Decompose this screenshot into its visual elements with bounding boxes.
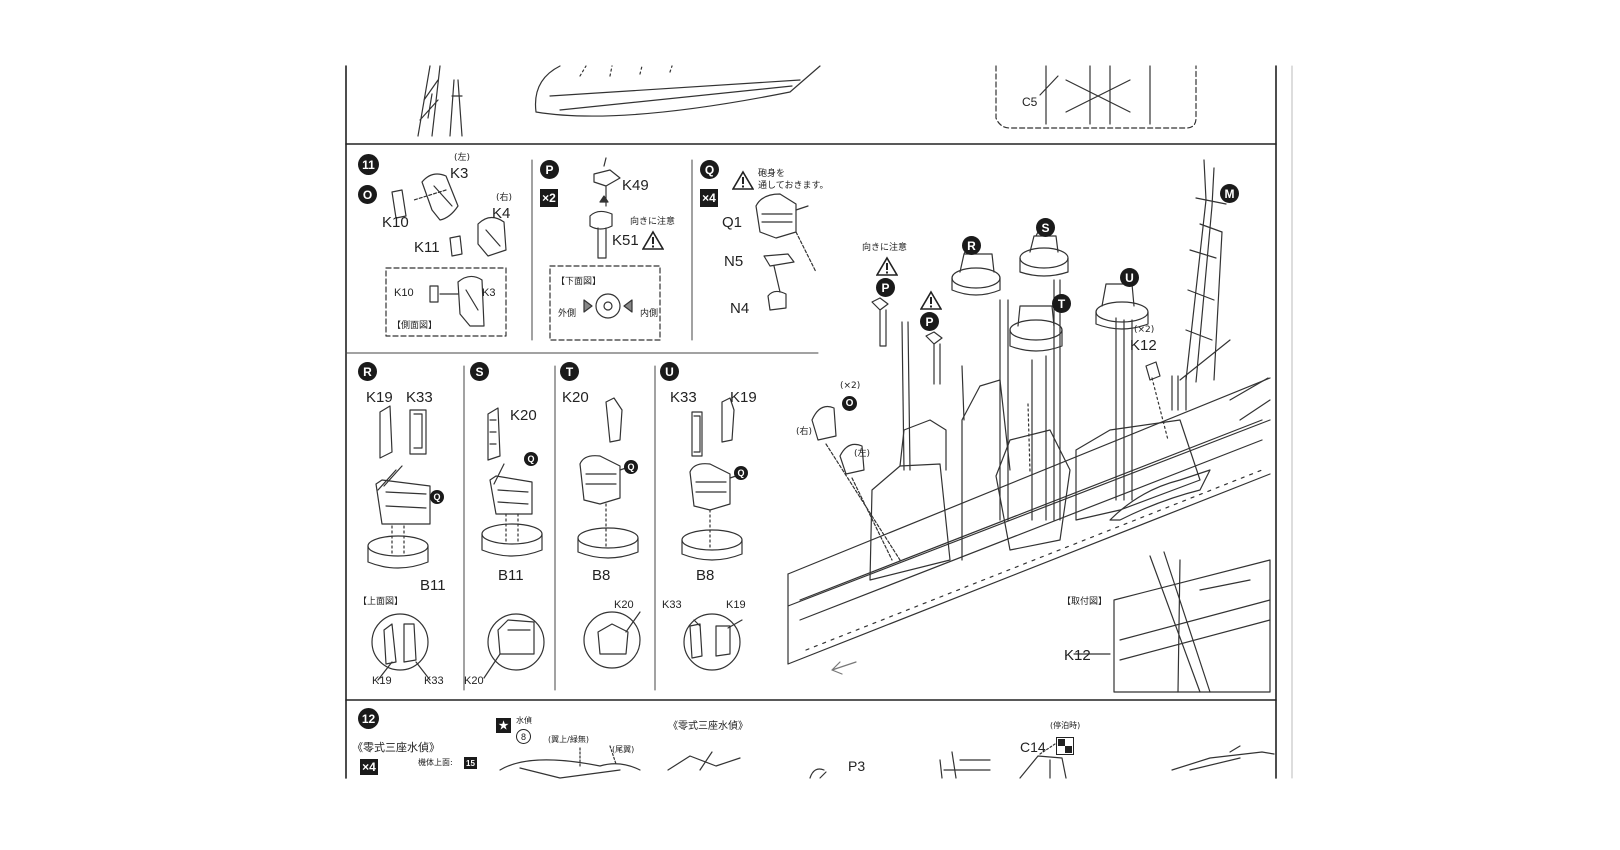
main-caution-text: 向きに注意: [862, 243, 908, 253]
main-badge-p-1: P: [876, 278, 895, 297]
side-view-k3: K3: [482, 287, 496, 299]
sub-q-badge: Q: [700, 160, 719, 179]
part-label-k20-t: K20: [562, 389, 589, 406]
part-label-c5: C5: [1022, 95, 1038, 109]
step-12-qty: ×4: [360, 759, 378, 775]
part-label-k4: K4: [492, 205, 511, 222]
part-label-k19-u: K19: [730, 389, 757, 406]
caution-icon: [732, 170, 754, 190]
step-12-title: 《零式三座水偵》: [352, 741, 440, 754]
caution-icon: [642, 230, 664, 250]
sub-t-badge: T: [560, 362, 579, 381]
top-view-label: 【上面図】: [358, 597, 404, 607]
part-label-n5: N5: [724, 253, 744, 270]
part-label-k33-u: K33: [670, 389, 697, 406]
plane-num: 8: [516, 729, 531, 744]
part-label-k3: K3: [450, 165, 469, 182]
inset-u-k19: K19: [726, 599, 746, 611]
part-label-b8-u: B8: [696, 567, 715, 584]
sub-r-q-badge: Q: [430, 490, 444, 504]
inset-u-k33: K33: [662, 599, 682, 611]
plane-label: 水偵: [516, 716, 532, 725]
step-12-line1-num: 15: [464, 757, 477, 769]
inset-part-k12: K12: [1064, 647, 1091, 664]
main-badge-m: M: [1220, 184, 1239, 203]
moored-note: (停泊時): [1050, 721, 1081, 730]
sub-t-q-badge: Q: [624, 460, 638, 474]
part-label-k51: K51: [612, 232, 639, 249]
part-label-c14: C14: [1020, 739, 1046, 755]
main-o-right-note: (右): [796, 427, 813, 437]
sub-q-note-2: 通しておきます。: [758, 181, 829, 191]
sub-q-note-1: 砲身を: [758, 169, 786, 179]
bottom-view-label: 【下面図】: [556, 277, 602, 287]
caution-icon: [920, 290, 942, 310]
sub-o-badge: O: [358, 185, 377, 204]
main-badge-s: S: [1036, 218, 1055, 237]
main-o-left-note: (左): [854, 449, 871, 459]
part-label-k20-s: K20: [510, 407, 537, 424]
bottom-view-outer: 外側: [558, 309, 577, 319]
main-badge-t: T: [1052, 294, 1071, 313]
sub-o-left-note: (左): [454, 153, 471, 163]
main-badge-u: U: [1120, 268, 1139, 287]
inset-r-k33: K33: [424, 675, 444, 687]
part-label-q1: Q1: [722, 214, 743, 231]
main-o-count: (×2): [840, 381, 861, 391]
sub-r-badge: R: [358, 362, 377, 381]
step-12-title-2: 《零式三座水偵》: [668, 721, 748, 732]
sub-p-caution: 向きに注意: [630, 217, 676, 227]
sub-s-q-badge: Q: [524, 452, 538, 466]
star-icon: ★: [496, 718, 511, 733]
sub-p-qty: ×2: [540, 189, 558, 207]
main-badge-r: R: [962, 236, 981, 255]
sub-u-q-badge: Q: [734, 466, 748, 480]
inset-s-k20: K20: [464, 675, 484, 687]
tail-note: (尾翼): [612, 745, 635, 754]
main-badge-p-2: P: [920, 312, 939, 331]
part-label-p3: P3: [848, 758, 866, 774]
part-label-k19: K19: [366, 389, 393, 406]
sub-u-badge: U: [660, 362, 679, 381]
main-badge-o: O: [842, 396, 857, 411]
part-label-k12: K12: [1130, 337, 1157, 354]
part-label-b8-t: B8: [592, 567, 611, 584]
sub-s-badge: S: [470, 362, 489, 381]
part-label-k49: K49: [622, 177, 649, 194]
bottom-view-inner: 内側: [640, 309, 659, 319]
side-view-k10: K10: [394, 287, 414, 299]
step-12-number: 12: [358, 708, 379, 729]
paint-swatch-icon: [1056, 737, 1074, 755]
part-label-n4: N4: [730, 300, 750, 317]
part-label-b11-s: B11: [498, 567, 524, 584]
step-12-line1: 機体上面:: [418, 758, 453, 767]
k12-count: (×2): [1134, 325, 1155, 335]
caution-icon: [876, 256, 898, 276]
sub-p-badge: P: [540, 160, 559, 179]
side-view-label: 【側面図】: [392, 321, 438, 331]
inset-label: 【取付図】: [1062, 597, 1108, 607]
part-label-k11: K11: [414, 239, 440, 256]
wing-note: (翼上/緑無): [548, 735, 589, 744]
part-label-k10: K10: [382, 214, 409, 231]
inset-t-k20: K20: [614, 599, 634, 611]
step-11-number: 11: [358, 154, 379, 175]
inset-r-k19: K19: [372, 675, 392, 687]
sub-q-qty: ×4: [700, 189, 718, 207]
part-label-k33: K33: [406, 389, 433, 406]
part-label-b11: B11: [420, 577, 446, 594]
sub-o-right-note: (右): [496, 193, 513, 203]
